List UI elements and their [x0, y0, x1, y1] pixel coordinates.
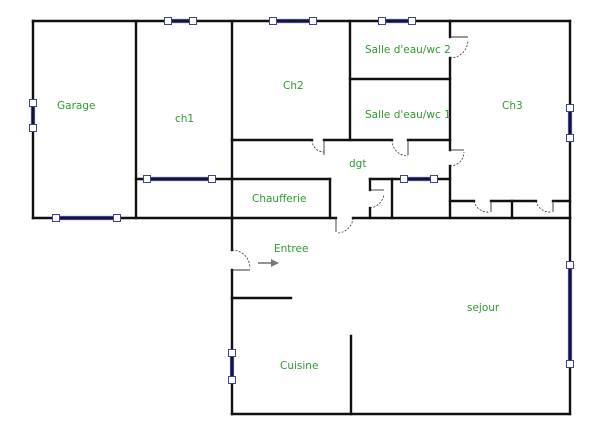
door-sde1: [391, 139, 409, 157]
room-label-ch3: Ch3: [502, 100, 523, 112]
room-label-garage: Garage: [57, 100, 95, 112]
room-label-entree: Entree: [274, 243, 308, 255]
entrance-arrow-icon: [258, 259, 279, 267]
room-label-cuisine: Cuisine: [280, 360, 318, 372]
room-label-chaufferie: Chaufferie: [252, 193, 306, 205]
door-wc: [369, 189, 385, 209]
door-chaufferie: [335, 217, 354, 234]
window-cuisine-left: [228, 349, 236, 384]
window-garage-left: [29, 99, 37, 132]
room-label-salle-eau-2: Salle d'eau/wc 2: [365, 44, 451, 56]
window-dgt: [400, 175, 438, 183]
room-labels: Garage ch1 Ch2 Salle d'eau/wc 2 Salle d'…: [57, 44, 523, 372]
door-ch2: [311, 139, 325, 155]
window-sejour-right: [566, 261, 574, 368]
window-ch3-right: [566, 104, 574, 142]
door-ch3-closet-1: [473, 200, 492, 213]
window-ch1-closet: [143, 175, 216, 183]
doors: [231, 36, 554, 271]
door-entree: [231, 249, 251, 271]
window-ch1-top: [164, 17, 197, 25]
room-label-salle-eau-1: Salle d'eau/wc 1: [365, 109, 451, 121]
window-garage-bottom: [52, 214, 121, 222]
door-ch3: [449, 149, 465, 167]
room-label-ch2: Ch2: [283, 80, 304, 92]
window-sde2-top: [378, 17, 416, 25]
door-ch3-closet-2: [535, 200, 554, 213]
window-ch2-top: [269, 17, 317, 25]
windows: [29, 17, 574, 384]
walls: [31, 19, 572, 416]
room-label-ch1: ch1: [175, 113, 194, 125]
door-sde2: [449, 36, 469, 59]
room-label-sejour: sejour: [467, 302, 500, 314]
room-label-dgt: dgt: [349, 158, 366, 170]
